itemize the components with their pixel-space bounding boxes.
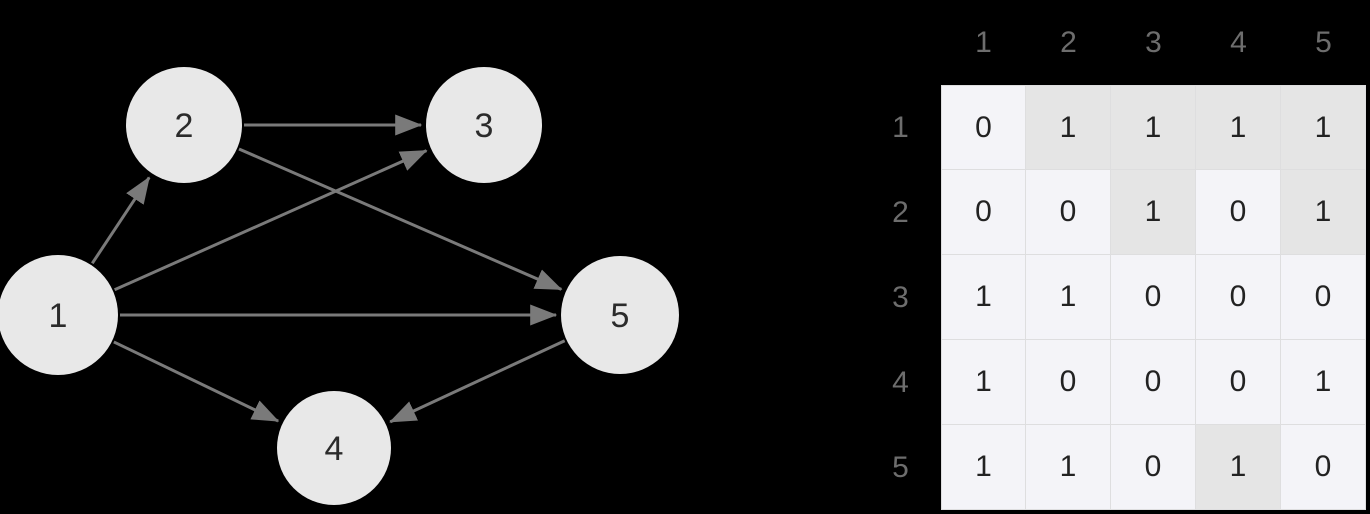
matrix-row-header-3: 3 <box>860 255 941 340</box>
matrix-row-header-2: 2 <box>860 170 941 255</box>
matrix-cell-2-2[interactable]: 0 <box>1026 170 1111 255</box>
node-circle-1 <box>0 255 118 375</box>
matrix-cell-5-3[interactable]: 0 <box>1111 425 1196 510</box>
node-label-3: 3 <box>475 107 494 145</box>
matrix-cell-4-5[interactable]: 1 <box>1281 340 1366 425</box>
directed-graph-panel: 1 2 3 4 5 <box>0 67 679 505</box>
matrix-cell-1-5[interactable]: 1 <box>1281 85 1366 170</box>
matrix-cell-1-2[interactable]: 1 <box>1026 85 1111 170</box>
matrix-cell-2-5[interactable]: 1 <box>1281 170 1366 255</box>
graph-node-4[interactable]: 4 <box>277 391 391 505</box>
matrix-cell-2-3[interactable]: 1 <box>1111 170 1196 255</box>
matrix-row-header-1: 1 <box>860 85 941 170</box>
matrix-cell-3-1[interactable]: 1 <box>941 255 1026 340</box>
graph-node-1[interactable]: 1 <box>0 255 118 375</box>
edge-1-3 <box>114 149 428 292</box>
graph-edges <box>91 114 566 424</box>
node-label-5: 5 <box>611 297 630 335</box>
graph-nodes: 1 2 3 4 5 <box>0 67 679 505</box>
node-circle-2 <box>126 67 242 183</box>
matrix-cell-5-2[interactable]: 1 <box>1026 425 1111 510</box>
matrix-cell-4-3[interactable]: 0 <box>1111 340 1196 425</box>
matrix-cell-1-3[interactable]: 1 <box>1111 85 1196 170</box>
edge-5-4 <box>389 339 566 424</box>
edge-2-5 <box>238 147 563 291</box>
matrix-cell-4-2[interactable]: 0 <box>1026 340 1111 425</box>
matrix-cell-3-3[interactable]: 0 <box>1111 255 1196 340</box>
graph-node-2[interactable]: 2 <box>126 67 242 183</box>
graph-canvas: 1 2 3 4 5 <box>0 67 679 505</box>
edge-1-2 <box>91 176 151 265</box>
matrix-cell-4-4[interactable]: 0 <box>1196 340 1281 425</box>
matrix-cell-1-1[interactable]: 0 <box>941 85 1026 170</box>
node-circle-3 <box>426 67 542 183</box>
node-circle-5 <box>561 256 679 374</box>
matrix-column-header-5: 5 <box>1281 0 1366 85</box>
matrix-row-header-5: 5 <box>860 425 941 510</box>
matrix-column-header-4: 4 <box>1196 0 1281 85</box>
graph-node-5[interactable]: 5 <box>561 256 679 374</box>
node-label-2: 2 <box>175 107 194 145</box>
matrix-cell-3-5[interactable]: 0 <box>1281 255 1366 340</box>
matrix-cell-3-4[interactable]: 0 <box>1196 255 1281 340</box>
matrix-cell-1-4[interactable]: 1 <box>1196 85 1281 170</box>
node-label-1: 1 <box>49 297 68 335</box>
edge-1-4 <box>113 340 280 423</box>
matrix-cell-4-1[interactable]: 1 <box>941 340 1026 425</box>
matrix-cell-5-1[interactable]: 1 <box>941 425 1026 510</box>
node-circle-4 <box>277 391 391 505</box>
matrix-column-header-3: 3 <box>1111 0 1196 85</box>
matrix-cell-5-4[interactable]: 1 <box>1196 425 1281 510</box>
matrix-column-header-2: 2 <box>1026 0 1111 85</box>
matrix-row-header-4: 4 <box>860 340 941 425</box>
matrix-cell-2-1[interactable]: 0 <box>941 170 1026 255</box>
graph-node-3[interactable]: 3 <box>426 67 542 183</box>
matrix-cell-3-2[interactable]: 1 <box>1026 255 1111 340</box>
matrix-corner-cell <box>860 0 941 85</box>
matrix-cell-5-5[interactable]: 0 <box>1281 425 1366 510</box>
node-label-4: 4 <box>325 430 344 468</box>
matrix-column-header-1: 1 <box>941 0 1026 85</box>
matrix-cell-2-4[interactable]: 0 <box>1196 170 1281 255</box>
